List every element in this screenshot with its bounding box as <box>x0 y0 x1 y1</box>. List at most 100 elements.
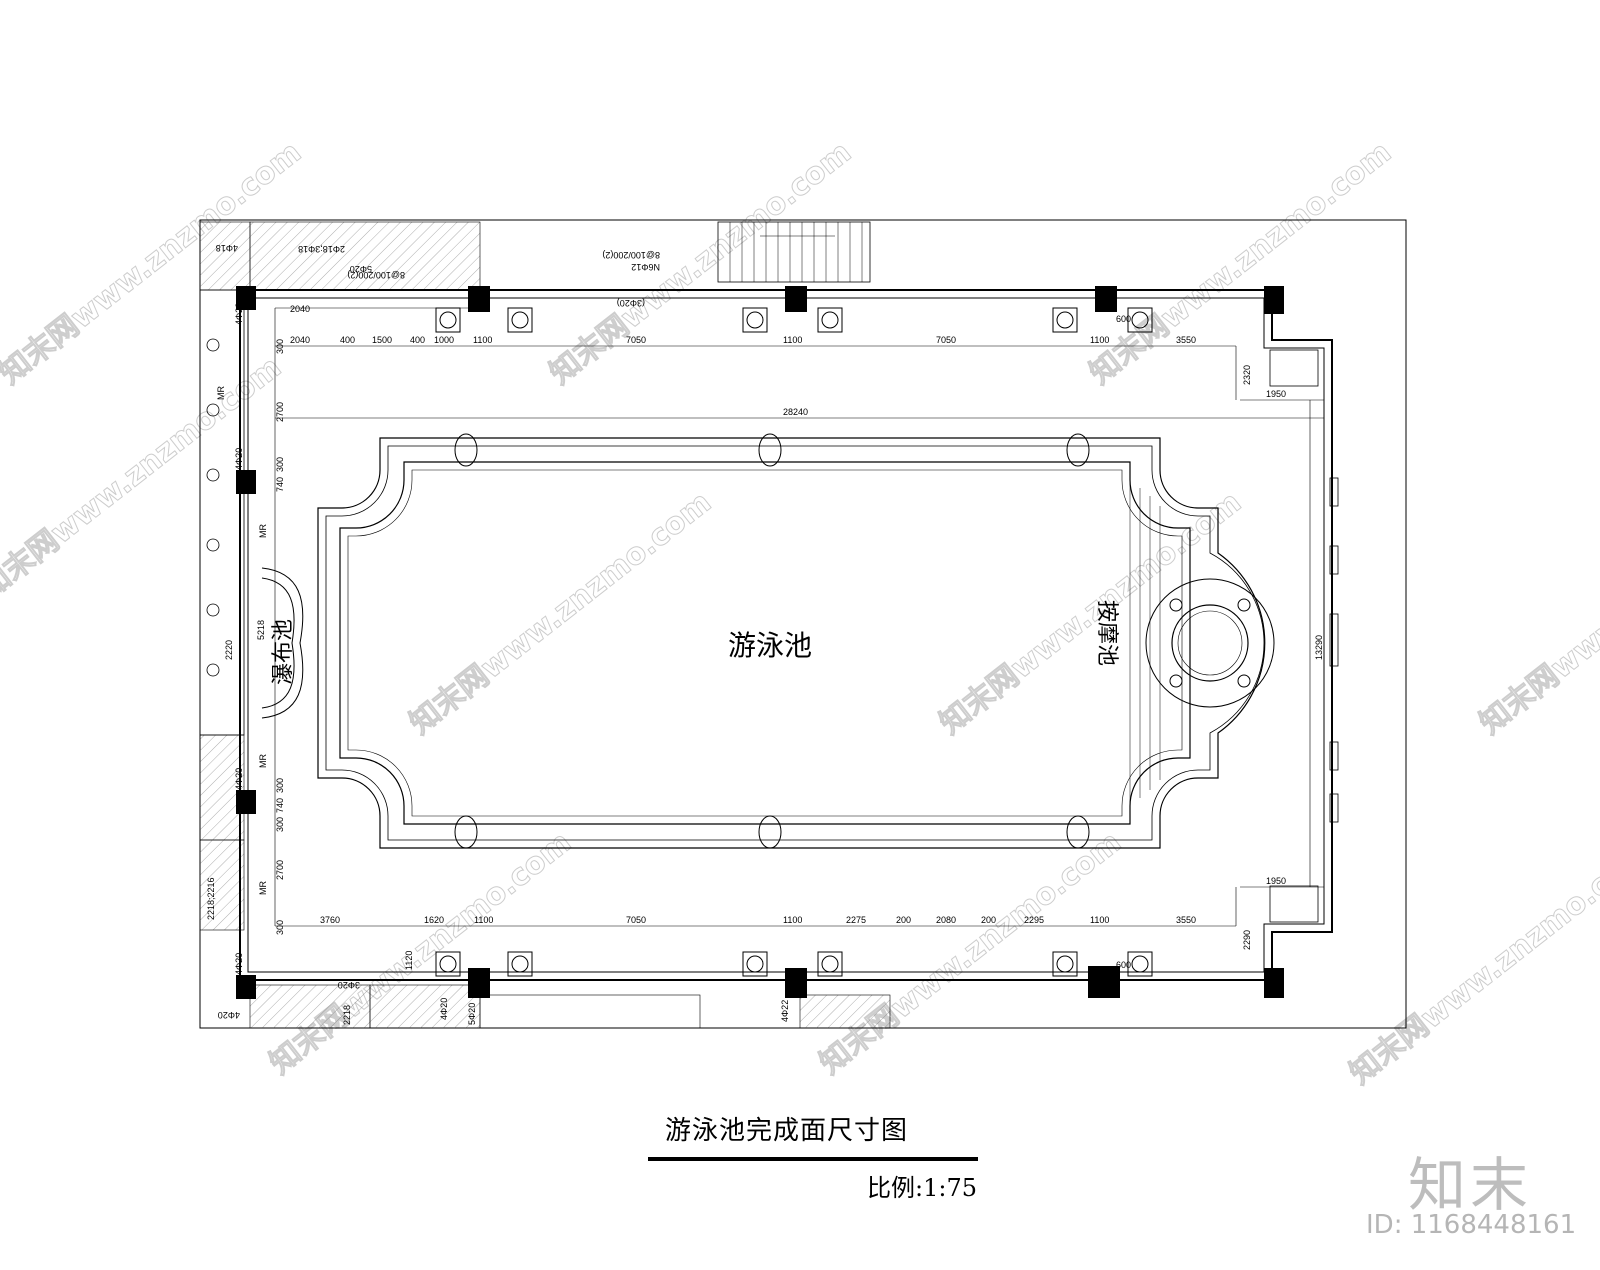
pool-outline <box>317 437 1266 849</box>
annotation: 4Φ20 <box>218 1010 240 1020</box>
wall-label: MR <box>258 754 268 768</box>
dim-label: 2220 <box>224 640 234 660</box>
pool-lights <box>454 433 1090 849</box>
dim-label: 300 <box>275 817 285 832</box>
wall-label: MR <box>258 524 268 538</box>
dim-label: 740 <box>275 477 285 492</box>
dim-label: 7050 <box>626 335 646 345</box>
watermark-text: 知末网www.znzmo.com <box>813 825 1128 1082</box>
waterfall-pool <box>261 567 304 719</box>
top-dimensions: 2040 1100 2040 400 1500 400 1000 7050 11… <box>290 304 1196 345</box>
watermark-logo: 知末 <box>1408 1151 1533 1219</box>
watermark-text: 知末网www.znzmo.com <box>1473 485 1600 742</box>
dim-label: 300 <box>275 920 285 935</box>
dim-label: 2320 <box>1242 365 1252 385</box>
dim-label: 740 <box>275 798 285 813</box>
dim-overall-height: 13290 <box>1314 635 1324 660</box>
drawing-scale: 比例:1:75 <box>867 1174 977 1202</box>
dim-label: 1100 <box>783 915 802 925</box>
dim-label: 600 <box>1116 960 1131 970</box>
dim-label: 2040 <box>290 335 310 345</box>
dim-label: 3550 <box>1176 335 1196 345</box>
wall-label: MR <box>258 881 268 895</box>
dim-label: 1000 <box>434 335 454 345</box>
dim-label: 7050 <box>626 915 646 925</box>
dim-label: 2040 <box>290 304 310 314</box>
annotation: 5Φ20 <box>350 264 372 274</box>
dim-label: 1100 <box>783 335 802 345</box>
dim-label: 2700 <box>275 860 285 880</box>
dim-label: 300 <box>275 778 285 793</box>
annotation: 4Φ22 <box>780 1000 790 1022</box>
dim-label: 1620 <box>424 915 444 925</box>
dim-label: 300 <box>275 457 285 472</box>
dim-label: 1950 <box>1266 876 1286 886</box>
annotation: 3Φ20 <box>338 980 360 990</box>
stairs <box>717 221 871 283</box>
annotation: 4Φ20 <box>234 448 244 470</box>
annotation: 8@100/200(2) <box>347 270 405 280</box>
annotation: (3Φ20) <box>617 298 645 308</box>
dimension-lines <box>274 307 1324 927</box>
dim-label: 5218 <box>256 620 266 640</box>
dim-label: 2700 <box>275 402 285 422</box>
annotation: 4Φ20 <box>234 303 244 325</box>
dim-label: 1500 <box>372 335 392 345</box>
watermark-text: 知末网www.znzmo.com <box>263 825 578 1082</box>
dim-label: 200 <box>896 915 911 925</box>
spa-tub <box>1145 578 1275 708</box>
dim-label: 1100 <box>1090 335 1109 345</box>
dim-label: 200 <box>981 915 996 925</box>
spa-label: 按摩池 <box>1094 600 1119 666</box>
annotation: 2Φ18;3Φ18 <box>298 244 345 254</box>
left-dimensions: 300 2700 300 740 300 740 300 2700 300 52… <box>224 339 285 935</box>
watermark-text: 知末网www.znzmo.com <box>1343 835 1600 1092</box>
annotation: 2218;2216 <box>206 877 216 920</box>
wall-label: MR <box>216 386 226 400</box>
bottom-dimensions: 3760 1620 1100 7050 1100 2275 200 2080 2… <box>320 915 1196 970</box>
drawing-title: 游泳池完成面尺寸图 <box>665 1116 909 1146</box>
watermark-text: 知末网www.znzmo.com <box>403 485 718 742</box>
annotation: 4Φ20 <box>439 998 449 1020</box>
annotation: 5Φ20 <box>467 1003 477 1025</box>
dim-label: 1100 <box>473 335 492 345</box>
dim-label: 3760 <box>320 915 340 925</box>
watermark-text: 知末网www.znzmo.com <box>543 135 858 392</box>
dim-label: 1100 <box>474 915 493 925</box>
annotation: 4Φ20 <box>234 953 244 975</box>
annotation: 4Φ20 <box>234 768 244 790</box>
waterfall-pool-label: 瀑布池 <box>271 619 296 685</box>
annotation: N6Φ12 <box>631 262 660 272</box>
pool-label: 游泳池 <box>728 629 812 662</box>
dim-label: 600 <box>1116 314 1131 324</box>
title-underline <box>648 1157 978 1161</box>
watermark-text: 知末网www.znzmo.com <box>933 485 1248 742</box>
watermark-text: 知末网www.znzmo.com <box>1083 135 1398 392</box>
overall-dimensions: 28240 13290 2320 1950 1950 2290 1120 <box>404 365 1324 970</box>
dim-label: 2080 <box>936 915 956 925</box>
annotation: 4Φ18 <box>216 243 238 253</box>
dim-label: 1100 <box>1090 915 1109 925</box>
dim-label: 3550 <box>1176 915 1196 925</box>
wall-labels: MR MR MR MR <box>216 386 268 895</box>
dim-label: 1950 <box>1266 389 1286 399</box>
dim-label: 1120 <box>404 951 414 970</box>
right-shafts <box>1269 349 1339 923</box>
dim-label: 2275 <box>846 915 866 925</box>
structural-annotations: 8@100/200(2) N6Φ12 2Φ18;3Φ18 5Φ20 (3Φ20)… <box>206 243 790 1025</box>
dim-label: 2295 <box>1024 915 1044 925</box>
annotation: 8@100/200(2) <box>602 250 660 260</box>
dim-label: 400 <box>340 335 355 345</box>
air-outlets <box>435 307 1153 977</box>
dim-overall-width: 28240 <box>783 407 808 417</box>
watermark-id: ID: 1168448161 <box>1366 1210 1577 1240</box>
dim-label: 400 <box>410 335 425 345</box>
dim-label: 7050 <box>936 335 956 345</box>
structural-columns <box>236 286 1284 999</box>
spa-steps <box>1129 480 1161 806</box>
dim-label: 2290 <box>1242 930 1252 950</box>
adjacent-rooms <box>199 221 891 1029</box>
annotation: 2218 <box>342 1005 352 1025</box>
dim-label: 300 <box>275 339 285 354</box>
